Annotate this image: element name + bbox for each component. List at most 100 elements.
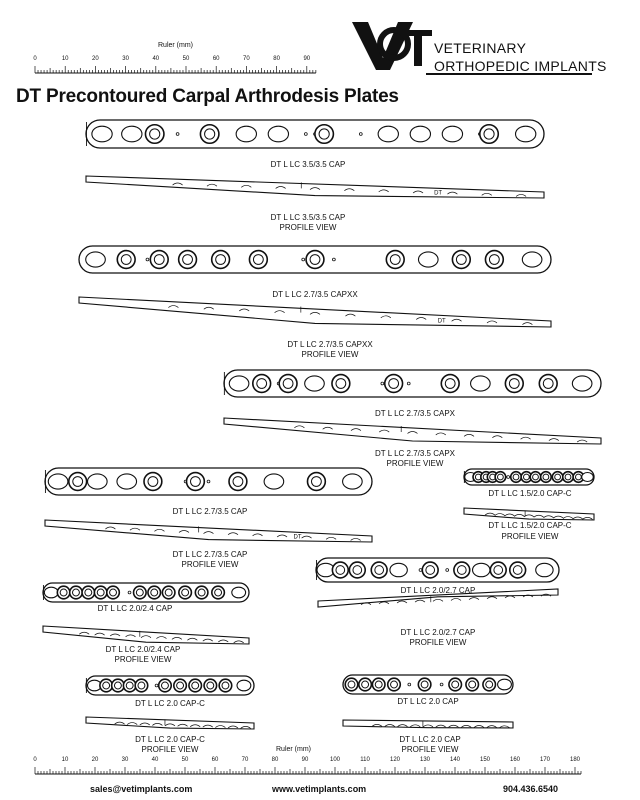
profile-scallop bbox=[520, 436, 531, 440]
locking-hole-inner bbox=[72, 588, 80, 597]
locking-hole-inner bbox=[485, 680, 494, 689]
profile-scallop bbox=[514, 514, 525, 517]
profile-scallop bbox=[522, 594, 534, 598]
profile-scallop bbox=[468, 597, 480, 600]
locking-hole-inner bbox=[190, 476, 201, 487]
locking-hole-inner bbox=[214, 588, 223, 597]
profile-scallop bbox=[139, 722, 151, 726]
locking-hole bbox=[228, 471, 248, 492]
locking-hole bbox=[278, 373, 298, 394]
locking-hole-inner bbox=[455, 254, 467, 265]
plate-label: DT L LC 2.0/2.7 CAP bbox=[400, 586, 476, 595]
profile-scallop bbox=[187, 637, 198, 641]
locking-hole bbox=[479, 123, 500, 145]
profile-scallop bbox=[540, 593, 552, 597]
plate-label: DT L LC 2.0 CAP bbox=[397, 697, 459, 706]
compression-slot bbox=[535, 562, 554, 578]
profile-scallop bbox=[105, 526, 116, 530]
profile-outline bbox=[78, 296, 552, 328]
locking-hole-inner bbox=[335, 565, 346, 575]
profile-scallop bbox=[414, 599, 426, 603]
locking-hole bbox=[314, 123, 335, 145]
profile-scallop bbox=[447, 191, 458, 195]
locking-hole-inner bbox=[493, 565, 504, 575]
locking-hole-inner bbox=[84, 588, 93, 597]
locking-hole bbox=[110, 678, 125, 693]
compression-slot bbox=[581, 471, 594, 483]
profile-outline bbox=[44, 519, 373, 543]
compression-slot bbox=[116, 473, 138, 490]
compression-slot bbox=[231, 586, 247, 599]
ruler-tick-label: 130 bbox=[419, 757, 431, 763]
locking-hole bbox=[358, 677, 373, 692]
plate-top-view bbox=[44, 467, 373, 496]
plate-profile-view bbox=[342, 719, 514, 729]
locking-hole-inner bbox=[204, 128, 216, 140]
profile-scallop bbox=[177, 723, 188, 727]
locking-hole-inner bbox=[176, 681, 185, 690]
locking-hole bbox=[370, 561, 388, 579]
locking-hole-inner bbox=[113, 681, 122, 690]
footer-website[interactable]: www.vetimplants.com bbox=[272, 784, 367, 794]
ruler-tick-label: 150 bbox=[479, 757, 491, 763]
profile-label: DT L LC 1.5/2.0 CAP-C bbox=[488, 521, 572, 530]
compression-slot bbox=[389, 562, 408, 578]
locking-hole-inner bbox=[512, 565, 523, 575]
profile-scallop bbox=[461, 725, 472, 728]
plate-label: DT L LC 2.0/2.4 CAP bbox=[97, 604, 173, 613]
k-wire-hole bbox=[358, 132, 363, 136]
locking-hole-inner bbox=[232, 476, 244, 487]
profile-scallop bbox=[397, 724, 408, 727]
k-wire-hole bbox=[332, 257, 336, 262]
k-wire-hole bbox=[145, 257, 150, 262]
locking-hole bbox=[504, 373, 524, 394]
ruler-tick-label: 120 bbox=[389, 757, 401, 763]
locking-hole bbox=[551, 470, 564, 484]
profile-scallop bbox=[294, 425, 305, 429]
footer-email[interactable]: sales@vetimplants.com bbox=[90, 784, 193, 794]
locking-hole bbox=[305, 249, 325, 270]
plate-label: DT L LC 2.7/3.5 CAP bbox=[172, 507, 248, 516]
ruler-tick-label: 60 bbox=[211, 757, 219, 763]
locking-hole bbox=[348, 561, 367, 579]
profile-scallop bbox=[275, 186, 286, 189]
profile-scallop bbox=[533, 514, 544, 518]
compression-slot bbox=[497, 678, 512, 691]
plate-profile-view bbox=[317, 588, 559, 608]
locking-hole bbox=[199, 123, 220, 145]
profile-scallop bbox=[380, 315, 392, 319]
profile-label: DT L LC 2.0 CAP-C bbox=[135, 735, 205, 744]
profile-scallop bbox=[78, 631, 90, 635]
locking-hole-inner bbox=[451, 680, 460, 689]
locking-hole-inner bbox=[488, 254, 500, 265]
plate-top-view bbox=[42, 582, 250, 603]
locking-hole-inner bbox=[318, 128, 330, 140]
locking-hole bbox=[344, 677, 359, 692]
locking-hole bbox=[371, 677, 386, 692]
locking-hole bbox=[203, 678, 218, 693]
locking-hole-inner bbox=[147, 476, 159, 487]
ruler-tick-label: 40 bbox=[151, 757, 159, 763]
locking-hole-inner bbox=[456, 565, 467, 575]
profile-sub: PROFILE VIEW bbox=[114, 655, 172, 664]
locking-hole-inner bbox=[335, 378, 347, 389]
locking-hole-inner bbox=[153, 254, 165, 265]
locking-hole bbox=[81, 585, 96, 600]
locking-hole-inner bbox=[197, 588, 206, 597]
profile-scallop bbox=[325, 536, 337, 540]
profile-scallop bbox=[572, 516, 583, 520]
locking-hole-inner bbox=[135, 588, 144, 597]
plate-profile-view bbox=[85, 716, 255, 730]
locking-hole-inner bbox=[311, 476, 322, 487]
profile-scallop bbox=[350, 428, 362, 431]
ruler-tick-label: 140 bbox=[449, 757, 461, 763]
profile-scallop bbox=[486, 596, 498, 600]
profile-scallop bbox=[345, 313, 356, 317]
ruler-tick-label: 70 bbox=[241, 757, 249, 763]
locking-hole-inner bbox=[125, 681, 134, 690]
profile-scallop bbox=[371, 724, 383, 727]
profile-scallop bbox=[203, 306, 215, 310]
compression-slot bbox=[471, 562, 491, 578]
locking-hole bbox=[484, 249, 505, 270]
